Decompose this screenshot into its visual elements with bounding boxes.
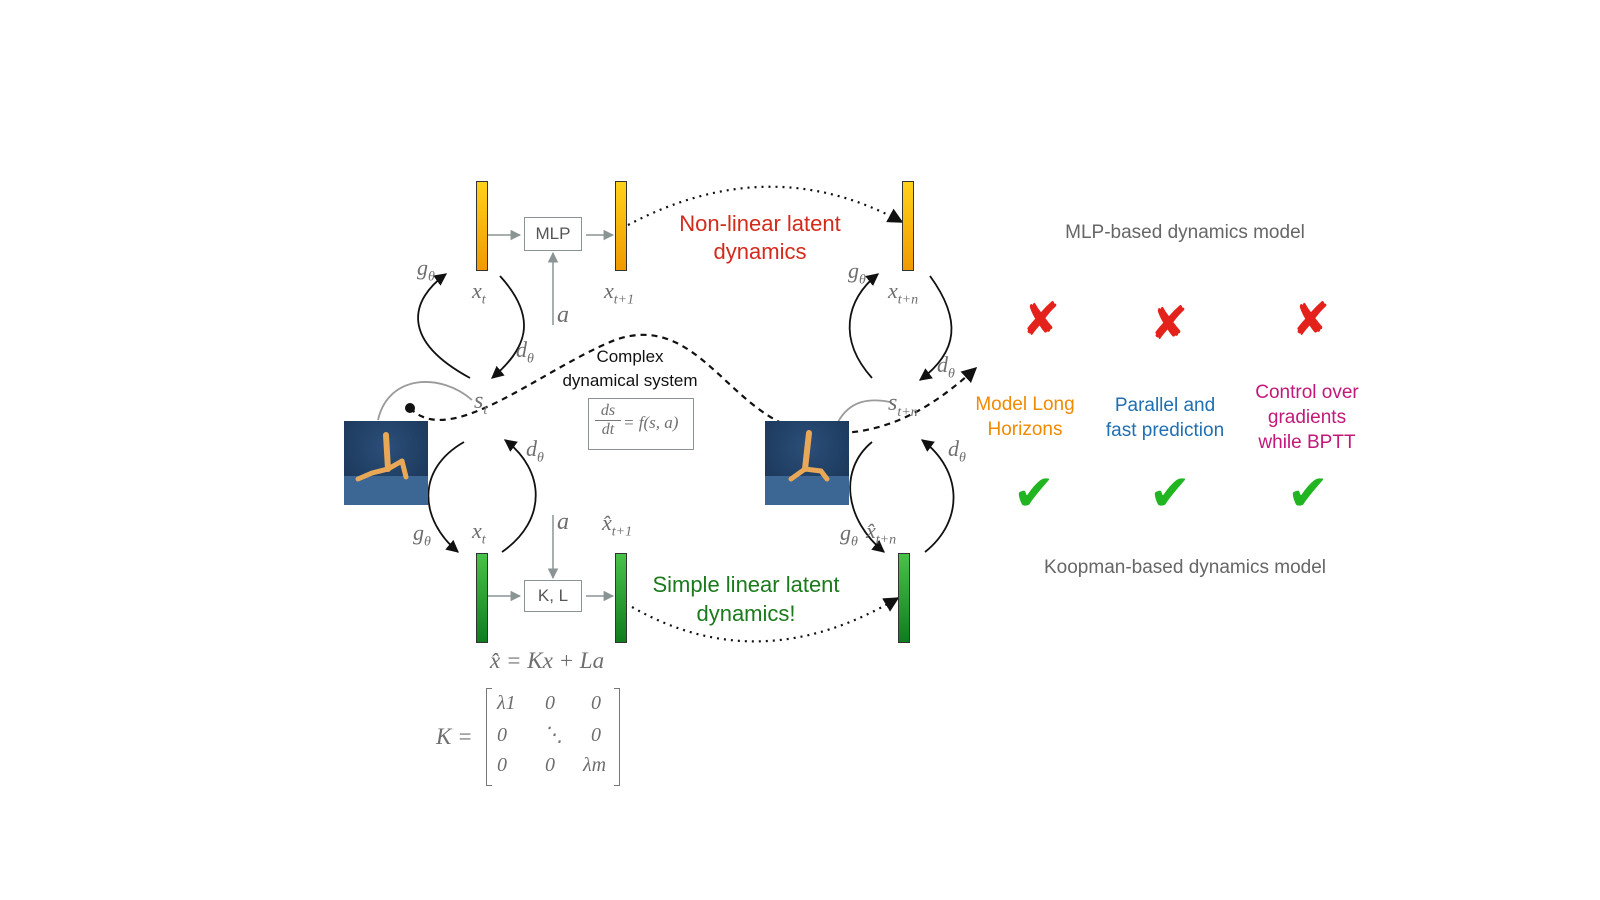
g-theta-up-left [417,273,471,379]
feature-gradient-line2: gradients [1267,407,1347,428]
ode-rhs: = f(s, a) [623,413,679,432]
linear-caption-line2: dynamics! [696,601,796,626]
d-theta-up-right [920,439,955,553]
feature-long-horizons: Model Long Horizons [950,392,1100,442]
label-g-theta-top-right: gθ [848,258,866,288]
complex-system-caption: Complex dynamical system [550,345,710,393]
pointer-curve-left [377,381,473,421]
cross-mark-parallel: ✘ [1149,297,1189,349]
latent-bar-xhat-t1 [615,553,627,643]
label-x-t-bottom: xt [472,518,486,548]
d-theta-up-left [501,439,537,553]
complex-caption-line2: dynamical system [562,371,698,390]
latent-bar-xhat-tn [898,553,910,643]
label-g-theta-top-left: gθ [417,255,435,285]
label-x-t-top: xt [472,278,486,308]
ode-numerator: ds [595,402,621,421]
latent-bar-xtn [902,181,914,271]
d-theta-down-left [491,275,525,379]
k-cell-1-0: 0 [497,724,507,746]
nonlinear-caption: Non-linear latent dynamics [660,210,860,266]
pointer-curve-right [837,399,891,423]
feature-gradient-line1: Control over [1255,382,1359,403]
check-mark-parallel: ✔ [1149,465,1191,521]
label-g-theta-bottom-left: gθ [413,520,431,550]
linear-model-equation: x̂ = Kx + La [490,648,605,673]
walker-robot-image-right [765,421,849,505]
linear-caption-line1: Simple linear latent [652,572,840,597]
walker-robot-left-icon [344,432,428,505]
walker-robot-right-icon [765,430,849,505]
latent-bar-xt1 [615,181,627,271]
state-trajectory-dashed [409,333,978,435]
label-d-theta-bottom-left: dθ [526,436,544,466]
label-x-tn-top: xt+n [888,278,919,308]
koopman-model-title: Koopman-based dynamics model [1044,557,1326,578]
cross-mark-gradients: ✘ [1291,293,1331,345]
label-s-t: st [474,388,488,418]
feature-long-horizons-line1: Model Long [975,394,1075,415]
nonlinear-caption-line2: dynamics [713,239,807,264]
mlp-model-title: MLP-based dynamics model [1065,222,1305,243]
latent-bar-xt-bottom [476,553,488,643]
feature-parallel-prediction: Parallel and fast prediction [1085,393,1245,443]
label-d-theta-bottom-right: dθ [948,436,966,466]
check-mark-gradients: ✔ [1287,465,1329,521]
k-cell-0-0: λ1 [497,692,516,714]
k-cell-2-2: λm [583,754,607,776]
feature-gradient-line3: while BPTT [1258,432,1356,453]
k-cell-0-1: 0 [545,692,555,714]
cross-mark-long-horizons: ✘ [1021,293,1061,345]
k-cell-0-2: 0 [591,692,601,714]
label-xhat-tn: x̂t+n [866,518,897,548]
feature-parallel-line1: Parallel and [1114,395,1216,416]
feature-long-horizons-line2: Horizons [987,419,1063,440]
nonlinear-caption-line1: Non-linear latent [679,211,841,236]
k-cell-2-0: 0 [497,754,507,776]
latent-bar-xt [476,181,488,271]
label-xhat-t1: x̂t+1 [602,510,633,540]
label-action-bottom: a [557,509,569,535]
complex-caption-line1: Complex [596,347,664,366]
label-d-theta-top-right: dθ [937,352,955,382]
k-cell-2-1: 0 [545,754,555,776]
ode-denominator: dt [601,421,615,438]
ode-equation-box: ds dt = f(s, a) [588,398,694,450]
g-theta-down-right [849,441,885,553]
k-matrix-lhs: K = [436,724,473,749]
mlp-box: MLP [524,217,582,251]
k-cell-1-1: ⋱ [543,724,563,746]
feature-gradient-control: Control over gradients while BPTT [1232,380,1382,455]
label-action-top: a [557,302,569,328]
g-theta-down-left [427,441,465,553]
label-s-tn: st+n [888,390,918,420]
label-g-theta-bottom-right: gθ [840,520,858,550]
feature-parallel-line2: fast prediction [1105,420,1225,441]
ode-fraction: ds dt [595,402,621,439]
d-theta-down-right [918,275,953,381]
walker-robot-image-left [344,421,428,505]
kl-box: K, L [524,580,582,612]
k-cell-1-2: 0 [591,724,601,746]
g-theta-up-right [848,273,879,379]
label-d-theta-top-left: dθ [516,337,534,367]
trajectory-start-dot [405,403,415,413]
check-mark-long-horizons: ✔ [1013,465,1055,521]
label-x-t1-top: xt+1 [604,278,635,308]
linear-caption: Simple linear latent dynamics! [636,570,856,628]
k-matrix: λ1 0 0 0 ⋱ 0 0 0 λm [486,688,620,786]
